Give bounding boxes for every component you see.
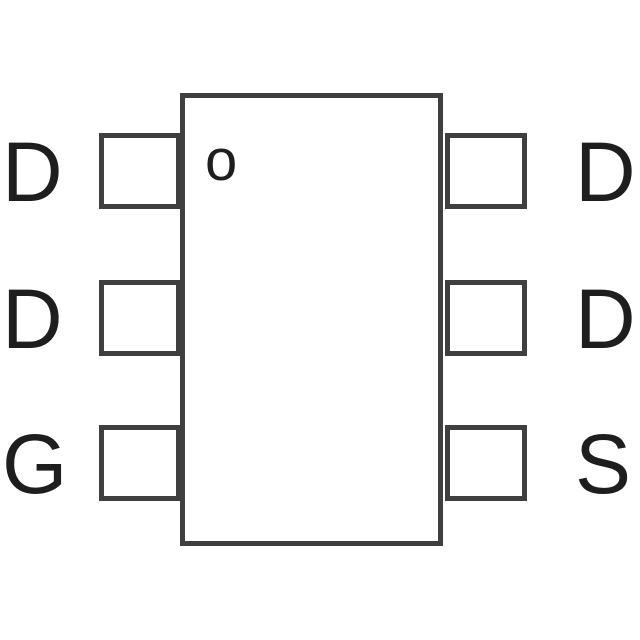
left-pin-3 [99,425,181,501]
right-pin-2-label: D [575,272,636,366]
left-pin-2-label: D [2,272,63,366]
left-pin-1 [99,133,181,209]
right-pin-3-label: S [575,417,632,511]
right-pin-3 [445,425,527,501]
left-pin-2 [99,280,181,356]
left-pin-3-label: G [2,417,68,511]
left-pin-1-label: D [2,125,63,219]
right-pin-2 [445,280,527,356]
pin1-marker: o [205,128,238,193]
package-body [180,93,443,546]
right-pin-1-label: D [575,125,636,219]
right-pin-1 [445,133,527,209]
